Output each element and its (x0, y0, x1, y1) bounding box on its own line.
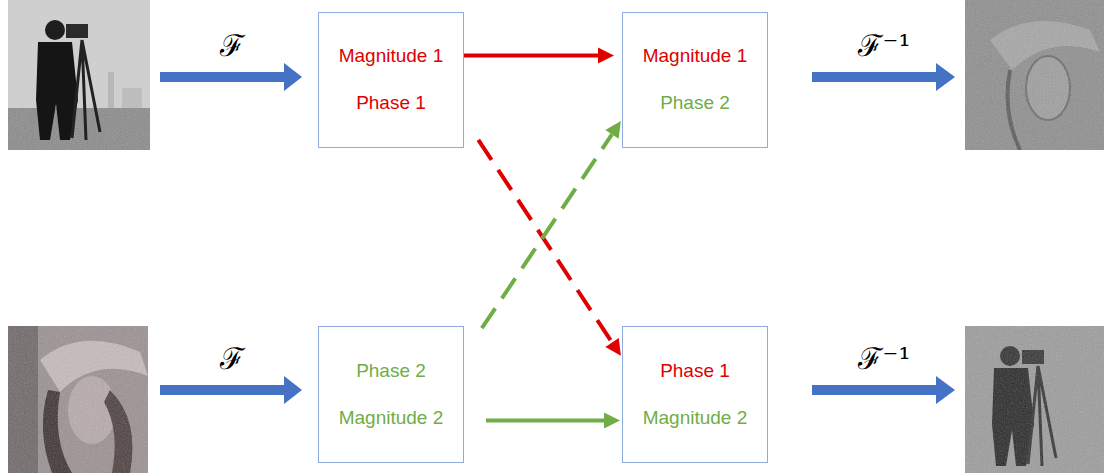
transform-arrow (160, 63, 302, 91)
arrow-line (478, 140, 612, 343)
process-box: Phase 1 Magnitude 2 (622, 326, 768, 463)
process-box: Magnitude 1 Phase 1 (318, 12, 464, 148)
solid-arrow (464, 48, 614, 64)
arrow-head (605, 121, 621, 139)
process-box: Magnitude 1 Phase 2 (622, 12, 768, 148)
reconstructed-photo (965, 326, 1104, 473)
box-text: Phase 1 (660, 360, 730, 383)
box-text: Phase 1 (356, 92, 426, 115)
arrow-head (605, 338, 620, 356)
arrow-line (486, 419, 604, 423)
transform-label: ℱ (220, 24, 245, 65)
cameraman-photo (8, 0, 150, 150)
arrow-line (464, 54, 598, 58)
arrow-line (482, 134, 612, 328)
box-text: Magnitude 1 (643, 45, 748, 68)
transform-label: ℱ⁻¹ (858, 24, 911, 65)
box-text: Phase 2 (356, 360, 426, 383)
transform-arrow (812, 63, 955, 91)
transform-label: ℱ (220, 337, 245, 378)
transform-label: ℱ⁻¹ (858, 337, 911, 378)
arrow-head (604, 413, 620, 429)
dashed-arrow (482, 121, 621, 328)
dashed-arrow (478, 140, 621, 356)
transform-arrow (812, 376, 955, 404)
solid-arrow (486, 413, 620, 429)
lena-photo (8, 326, 148, 473)
arrow-head (598, 48, 614, 64)
process-box: Phase 2 Magnitude 2 (318, 326, 464, 463)
box-text: Magnitude 2 (643, 407, 748, 430)
box-text: Phase 2 (660, 92, 730, 115)
transform-arrow (160, 376, 302, 404)
box-text: Magnitude 1 (339, 45, 444, 68)
reconstructed-photo (965, 0, 1104, 150)
box-text: Magnitude 2 (339, 407, 444, 430)
